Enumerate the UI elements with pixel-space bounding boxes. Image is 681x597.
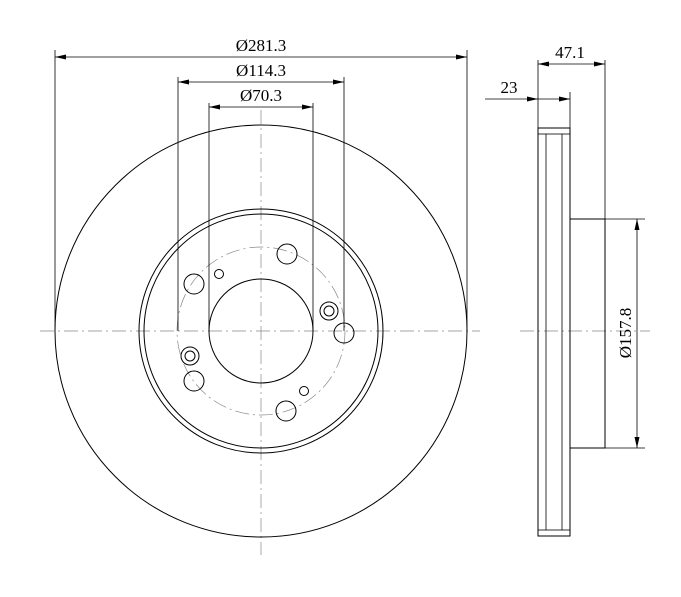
screw-hole	[319, 301, 339, 321]
hat-inner-ring	[143, 213, 379, 449]
hat-diameter-label: Ø157.8	[616, 308, 635, 359]
stud-hole	[276, 243, 298, 265]
stud-hole	[183, 370, 205, 392]
center-bore-label: Ø70.3	[240, 86, 282, 105]
bolt-circle-centerline	[176, 246, 346, 416]
disc-body-outline	[537, 127, 571, 537]
disc-thickness-label: 23	[501, 78, 518, 97]
stud-hole	[183, 273, 205, 295]
stud-hole	[275, 400, 297, 422]
front-view: Ø281.3 Ø114.3 Ø70.3	[40, 36, 480, 555]
side-view: 47.1 23 Ø157.8	[485, 43, 650, 537]
locator-hole	[299, 386, 309, 396]
total-height-label: 47.1	[555, 43, 585, 62]
screw-hole	[180, 346, 200, 366]
outer-diameter-label: Ø281.3	[236, 36, 287, 55]
hat-outline	[569, 218, 606, 449]
locator-hole	[214, 269, 224, 279]
bolt-circle-label: Ø114.3	[236, 61, 286, 80]
hat-outer-ring	[138, 208, 384, 454]
